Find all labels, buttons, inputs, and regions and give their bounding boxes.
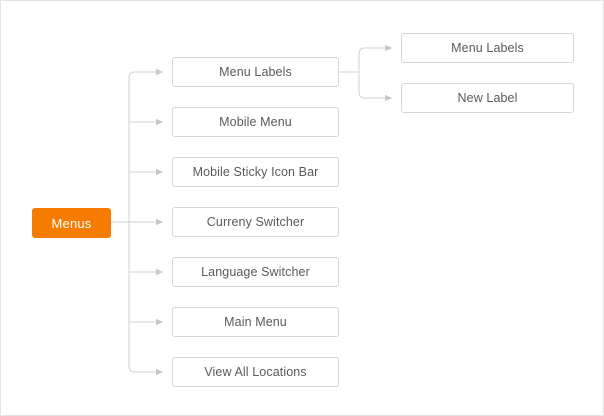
node-label: Mobile Menu <box>219 114 292 129</box>
node-menu-labels[interactable]: Menu Labels <box>172 57 339 87</box>
node-main-menu[interactable]: Main Menu <box>172 307 339 337</box>
node-language-switcher[interactable]: Language Switcher <box>172 257 339 287</box>
connector-arrow <box>358 91 392 102</box>
node-label: Menu Labels <box>451 40 524 55</box>
node-label: Menu Labels <box>219 64 292 79</box>
node-mobile-sticky-icon-bar[interactable]: Mobile Sticky Icon Bar <box>172 157 339 187</box>
node-menus-root[interactable]: Menus <box>32 208 111 238</box>
node-curreny-switcher[interactable]: Curreny Switcher <box>172 207 339 237</box>
node-label: View All Locations <box>204 364 307 379</box>
node-mobile-menu[interactable]: Mobile Menu <box>172 107 339 137</box>
connector-arrow <box>128 365 163 376</box>
node-view-all-locations[interactable]: View All Locations <box>172 357 339 387</box>
node-label: Mobile Sticky Icon Bar <box>192 164 319 179</box>
node-child-menu-labels[interactable]: Menu Labels <box>401 33 574 63</box>
node-label: Menus <box>51 215 92 231</box>
connector-arrow <box>128 68 163 79</box>
node-label: Main Menu <box>224 314 287 329</box>
node-label: Curreny Switcher <box>206 214 305 229</box>
node-label: New Label <box>457 90 518 105</box>
node-label: Language Switcher <box>201 264 310 279</box>
connector-arrow <box>358 44 392 55</box>
node-child-new-label[interactable]: New Label <box>401 83 574 113</box>
